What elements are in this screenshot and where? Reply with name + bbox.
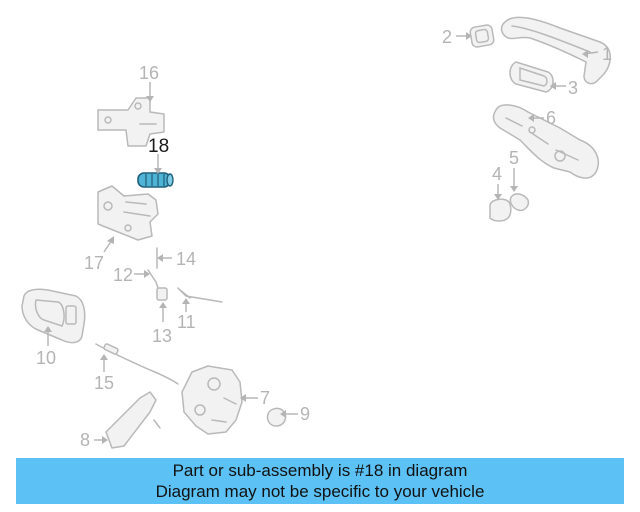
part-18-highlighted[interactable] xyxy=(137,172,174,188)
caption-banner: Part or sub-assembly is #18 in diagram D… xyxy=(16,458,624,504)
callout-9: 9 xyxy=(300,404,310,424)
callout-16: 16 xyxy=(139,63,159,83)
callout-18-highlighted: 18 xyxy=(148,136,169,157)
callout-15: 15 xyxy=(94,373,114,393)
part-17-lower-hinge[interactable] xyxy=(97,185,159,241)
part-7-door-latch[interactable] xyxy=(181,365,243,435)
callout-2: 2 xyxy=(442,27,452,47)
callout-3: 3 xyxy=(568,78,578,98)
callout-5: 5 xyxy=(509,148,519,168)
part-10-inside-handle[interactable] xyxy=(21,288,86,344)
callout-7: 7 xyxy=(260,388,270,408)
callout-14: 14 xyxy=(176,249,196,269)
part-5-clip[interactable] xyxy=(509,193,530,212)
part-6-handle-bracket[interactable] xyxy=(492,104,600,179)
callout-12: 12 xyxy=(113,265,133,285)
part-13-clip[interactable] xyxy=(156,287,168,301)
callout-4: 4 xyxy=(492,164,502,184)
callout-8: 8 xyxy=(80,430,90,450)
leader-lines xyxy=(44,32,599,444)
part-2-escutcheon[interactable] xyxy=(469,24,495,48)
part-1-outside-handle[interactable] xyxy=(500,16,611,85)
callout-1: 1 xyxy=(602,44,612,64)
callout-10: 10 xyxy=(36,348,56,368)
part-16-upper-hinge[interactable] xyxy=(97,97,165,147)
part-9-fastener[interactable] xyxy=(266,407,287,427)
part-8-bracket[interactable] xyxy=(105,391,161,449)
part-15-cable[interactable] xyxy=(95,343,179,385)
part-3-handle-bezel[interactable] xyxy=(509,61,554,93)
callout-6: 6 xyxy=(546,108,556,128)
callout-13: 13 xyxy=(152,326,172,346)
caption-line-2: Diagram may not be specific to your vehi… xyxy=(155,482,485,501)
caption-line-1: Part or sub-assembly is #18 in diagram xyxy=(172,461,468,480)
callout-17: 17 xyxy=(84,253,104,273)
parts-diagram: 1 2 3 4 5 6 7 8 9 10 11 12 13 14 15 16 1… xyxy=(21,16,612,450)
callout-11: 11 xyxy=(177,312,196,332)
part-11-lock-rod[interactable] xyxy=(177,287,223,303)
part-4-clip[interactable] xyxy=(489,198,512,222)
